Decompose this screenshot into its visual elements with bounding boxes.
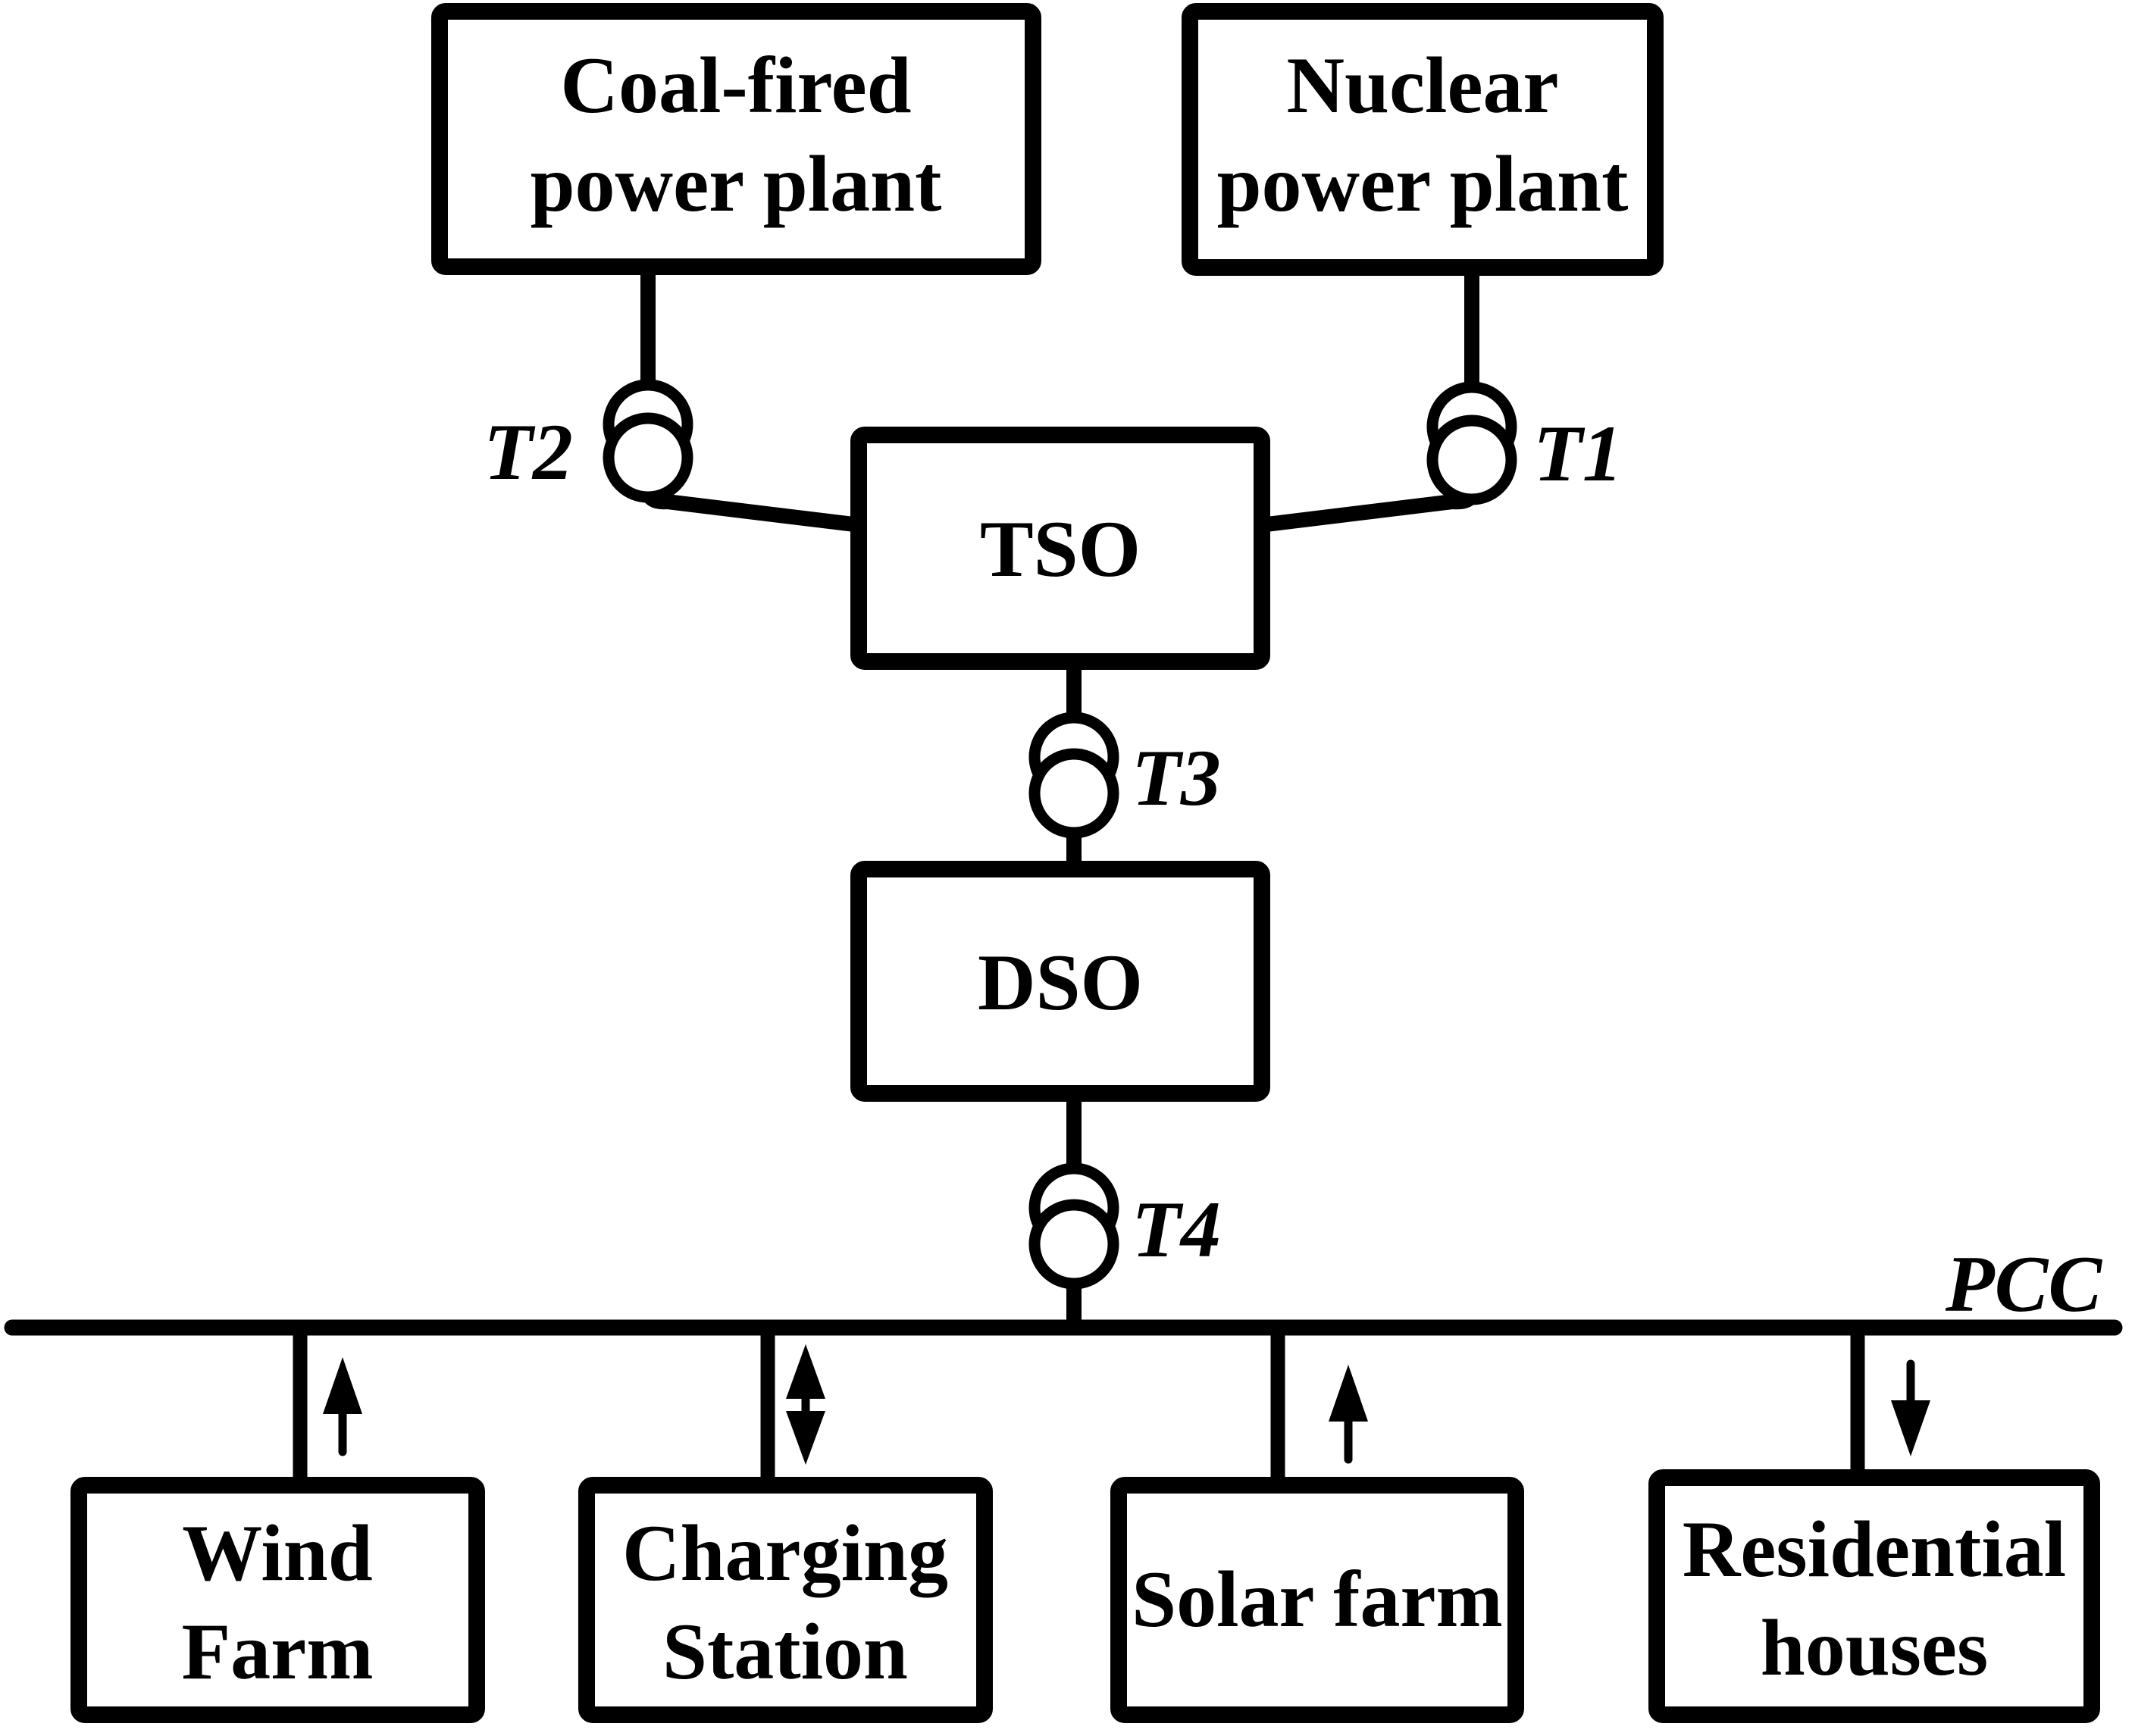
- transformer-t1-icon: [1426, 381, 1517, 505]
- coal-plant-node: Coal-fired power plant: [431, 3, 1041, 275]
- coal-plant-label-line2: power plant: [531, 139, 942, 228]
- charging-station-node: Charging Station: [578, 1477, 993, 1723]
- wind-farm-label-line1: Wind: [182, 1509, 372, 1597]
- tso-box: [850, 427, 1270, 670]
- nuclear-plant-label-line2: power plant: [1217, 139, 1629, 228]
- charging-station-label-line1: Charging: [622, 1509, 948, 1597]
- residential-houses-box: [1648, 1469, 2100, 1723]
- coal-plant-label-line1: Coal-fired: [560, 41, 911, 130]
- nuclear-plant-node: Nuclear power plant: [1182, 3, 1664, 276]
- residential-houses-label-line2: houses: [1761, 1603, 1988, 1692]
- residential-houses-down-arrow-icon: [1891, 1359, 1930, 1456]
- charging-station-label-line2: Station: [662, 1607, 908, 1696]
- dso-node: DSO: [850, 861, 1270, 1102]
- charging-station-box: [578, 1477, 993, 1723]
- transformer-t3-label: T3: [1132, 733, 1221, 822]
- coal-plant-box: [431, 3, 1041, 275]
- dso-label: DSO: [978, 938, 1143, 1027]
- residential-houses-label-line1: Residential: [1683, 1505, 2066, 1594]
- tso-label: TSO: [980, 505, 1141, 593]
- wind-farm-box: [70, 1477, 485, 1723]
- solar-farm-up-arrow-icon: [1329, 1365, 1368, 1464]
- transformer-t4-icon: [1028, 1162, 1119, 1290]
- solar-farm-box: [1110, 1477, 1524, 1723]
- charging-station-bidirectional-arrow-icon: [786, 1344, 825, 1465]
- wind-farm-node: Wind Farm: [70, 1477, 485, 1723]
- nuclear-plant-box: [1182, 3, 1664, 276]
- solar-farm-node: Solar farm: [1110, 1477, 1524, 1723]
- transformer-t1-label: T1: [1533, 409, 1623, 498]
- residential-houses-node: Residential houses: [1648, 1469, 2100, 1723]
- dso-box: [850, 861, 1270, 1102]
- wind-farm-label-line2: Farm: [181, 1607, 373, 1696]
- transformer-t2-icon: [603, 379, 693, 503]
- solar-farm-label: Solar farm: [1132, 1555, 1503, 1644]
- nuclear-plant-label-line1: Nuclear: [1286, 41, 1558, 130]
- bus-feeder-stubs: [293, 1328, 1865, 1489]
- pcc-label: PCC: [1945, 1240, 2102, 1328]
- transformer-t3-icon: [1028, 712, 1119, 839]
- tso-node: TSO: [850, 427, 1270, 670]
- transformer-t4-label: T4: [1132, 1185, 1221, 1274]
- wind-farm-up-arrow-icon: [323, 1357, 362, 1456]
- transformer-t2-label: T2: [484, 408, 573, 496]
